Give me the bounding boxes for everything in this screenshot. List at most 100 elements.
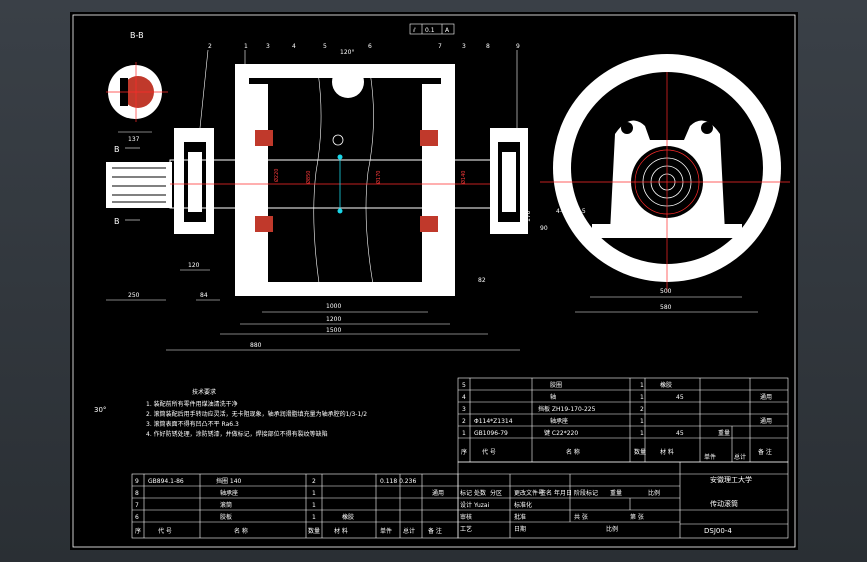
shaft-left-end	[106, 162, 172, 208]
dim-137: 137	[128, 136, 140, 143]
svg-text:批准: 批准	[514, 513, 526, 521]
svg-text:比例: 比例	[648, 489, 660, 497]
drum-bottom-shell	[235, 282, 455, 296]
title-block: 标记 处数 分区 更改文件号 签名 年月日 设计 Yuzai 标准化 审核 工艺…	[457, 461, 789, 539]
svg-text:年月日: 年月日	[554, 489, 572, 497]
bom-upper: 5 胶圈 1 橡胶 4 轴 1 45 通用 3 挡板 ZH19-170-225 …	[457, 377, 789, 463]
svg-text:材 料: 材 料	[334, 527, 348, 535]
svg-text:2. 滚筒装配后用手转动应灵活，无卡阻现象，轴承润滑脂填充量: 2. 滚筒装配后用手转动应灵活，无卡阻现象，轴承润滑脂填充量为轴承腔的1/3-1…	[146, 410, 367, 418]
svg-text:4: 4	[292, 43, 296, 50]
svg-text:胶板: 胶板	[220, 513, 232, 521]
svg-text:Ø220: Ø220	[273, 169, 280, 182]
svg-text:更改文件号: 更改文件号	[514, 489, 544, 497]
drum-left-wall	[235, 64, 249, 296]
section-mark-top: B	[114, 145, 120, 154]
weld-boss	[332, 66, 364, 98]
svg-text:1: 1	[312, 490, 316, 497]
svg-text:7: 7	[135, 502, 139, 509]
svg-text:GB894.1-86: GB894.1-86	[148, 478, 184, 485]
svg-text:1: 1	[312, 514, 316, 521]
svg-text:6: 6	[135, 514, 139, 521]
drum-right-wall	[441, 64, 455, 296]
dimensions: 1000 1200 1500 880 250 84 120 82 30°	[94, 262, 520, 414]
svg-text:880: 880	[250, 342, 262, 349]
svg-text:胶圈: 胶圈	[550, 381, 562, 389]
dim-580: 580	[660, 304, 672, 311]
svg-text:名 称: 名 称	[566, 448, 580, 456]
svg-text:120: 120	[188, 262, 200, 269]
svg-text:250: 250	[128, 292, 140, 299]
svg-text:6: 6	[368, 43, 372, 50]
svg-text:Yuzai: Yuzai	[473, 502, 490, 509]
side-view: 500 580 4-Ø27-?-5 170 90	[525, 54, 790, 313]
svg-text:材 料: 材 料	[660, 448, 674, 456]
drawing-name: 传动滚筒	[710, 499, 738, 508]
svg-text:签名: 签名	[540, 489, 552, 497]
svg-text:挡圈 140: 挡圈 140	[216, 477, 242, 485]
dim-170: 170	[525, 210, 532, 222]
tech-requirements: 技术要求 1. 装配前所有零件用煤油清洗干净 2. 滚筒装配后用手转动应灵活，无…	[146, 388, 367, 438]
svg-text:技术要求: 技术要求	[192, 388, 216, 396]
svg-text:名 称: 名 称	[234, 527, 248, 535]
svg-text:序: 序	[461, 448, 467, 456]
svg-text:处数: 处数	[474, 489, 486, 497]
svg-text:2: 2	[312, 478, 316, 485]
svg-text:1: 1	[640, 394, 644, 401]
svg-text:2: 2	[462, 418, 466, 425]
svg-text:橡胶: 橡胶	[660, 381, 672, 389]
svg-text:代 号: 代 号	[158, 527, 172, 535]
svg-text:工艺: 工艺	[460, 525, 472, 533]
svg-text:共 张: 共 张	[574, 513, 588, 521]
svg-text:设计: 设计	[460, 501, 472, 509]
svg-text:5: 5	[462, 382, 466, 389]
svg-text:9: 9	[516, 43, 520, 50]
svg-text:数量: 数量	[308, 527, 320, 535]
svg-text:2: 2	[208, 43, 212, 50]
part-callouts: 2 1 3 4 5 6 7 3 8 9	[199, 43, 520, 132]
section-label: B-B	[130, 31, 144, 40]
drawing-number: DSJ00-4	[704, 527, 732, 535]
svg-text:8: 8	[135, 490, 139, 497]
dim-500: 500	[660, 288, 672, 295]
svg-text:1: 1	[312, 502, 316, 509]
svg-text:1500: 1500	[326, 327, 341, 334]
svg-text:82: 82	[478, 277, 486, 284]
svg-text:重量: 重量	[610, 489, 622, 497]
svg-text:备 注: 备 注	[428, 527, 442, 535]
svg-text:1: 1	[640, 430, 644, 437]
svg-text:通用: 通用	[760, 417, 772, 425]
svg-text:第 张: 第 张	[630, 513, 644, 521]
hole-note: 4-Ø27-?-5	[556, 208, 586, 215]
drawing-sheet: B-B 137 B B	[70, 12, 798, 550]
svg-text:审核: 审核	[460, 513, 472, 521]
svg-text:3: 3	[266, 43, 270, 50]
svg-text:45: 45	[676, 394, 684, 401]
svg-text:Φ114*Z1314: Φ114*Z1314	[474, 418, 513, 425]
svg-text:标准化: 标准化	[514, 501, 532, 509]
left-angle-note: 30°	[94, 406, 106, 414]
svg-text:GB1096-79: GB1096-79	[474, 430, 508, 437]
geometric-tolerance: ⫽ 0.1 A	[409, 23, 455, 35]
svg-text:重量: 重量	[718, 429, 730, 437]
svg-text:通用: 通用	[760, 393, 772, 401]
svg-text:1000: 1000	[326, 303, 341, 310]
svg-text:轴承座: 轴承座	[220, 489, 238, 497]
svg-text:1200: 1200	[326, 316, 341, 323]
svg-text:备 注: 备 注	[758, 448, 772, 456]
svg-text:标记: 标记	[460, 489, 472, 497]
svg-text:4: 4	[462, 394, 466, 401]
svg-text:挡板 ZH19-170-225: 挡板 ZH19-170-225	[538, 405, 596, 413]
svg-text:7: 7	[438, 43, 442, 50]
svg-text:轴: 轴	[550, 393, 556, 401]
svg-text:日期: 日期	[514, 525, 526, 533]
svg-text:总计: 总计	[734, 453, 746, 461]
svg-text:总计: 总计	[403, 527, 415, 535]
section-mark-bottom: B	[114, 217, 120, 226]
svg-text:0.118 0.236: 0.118 0.236	[380, 478, 416, 485]
svg-text:序: 序	[135, 527, 141, 535]
svg-text:通用: 通用	[432, 489, 444, 497]
svg-text:8: 8	[486, 43, 490, 50]
svg-text:单件: 单件	[380, 527, 392, 535]
svg-text:Ø170: Ø170	[375, 171, 382, 184]
svg-text:1: 1	[462, 430, 466, 437]
